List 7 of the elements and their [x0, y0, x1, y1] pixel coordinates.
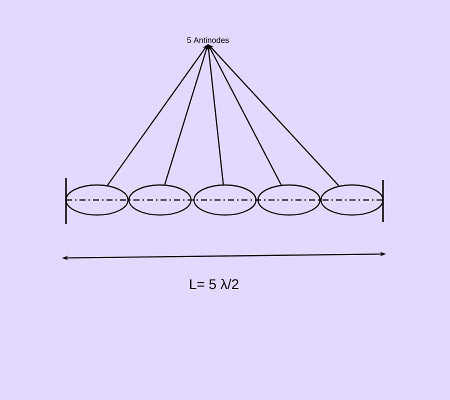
- loop-ellipse: [65, 184, 129, 216]
- loop-ellipse: [257, 184, 321, 216]
- node-label: 5 Antinodes: [187, 37, 229, 43]
- length-label: L= 5 λ/2: [190, 278, 238, 290]
- loop-ellipse: [320, 184, 384, 216]
- loop-ellipse: [193, 184, 257, 216]
- loop-ellipse: [128, 184, 192, 216]
